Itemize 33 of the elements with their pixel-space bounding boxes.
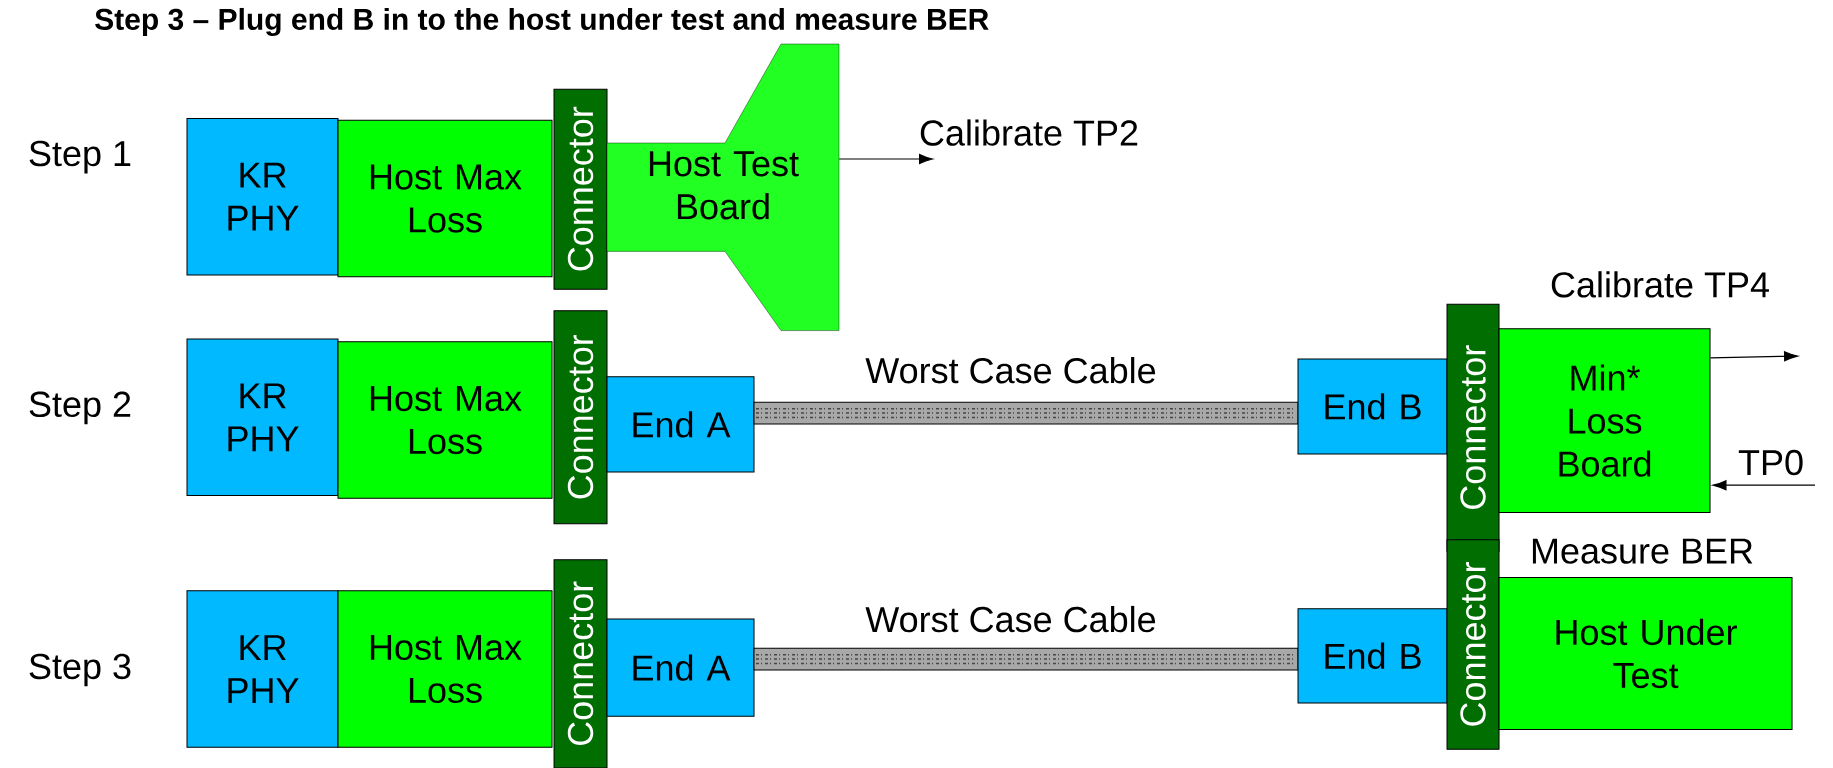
connector-block: Connector — [553, 310, 608, 525]
edge-label: Calibrate TP4 — [1551, 271, 1769, 298]
phy-box: KR PHY — [186, 590, 339, 748]
title: Step 3 – Plug end B in to the host under test and measure BER — [95, 7, 989, 37]
edge-label: Calibrate TP2 — [920, 119, 1138, 146]
node-label: Worst Case Cable — [865, 357, 1156, 384]
arrow — [1712, 480, 1816, 491]
loss-box: Host Max Loss — [337, 590, 553, 748]
loss-box: Host Max Loss — [337, 341, 553, 499]
phy-box: KR PHY — [186, 338, 339, 497]
phy-box: KR PHY — [186, 117, 339, 276]
connector-block: Connector — [1446, 303, 1500, 552]
cable-bar — [753, 647, 1299, 671]
step-label: Step 3 — [29, 653, 131, 687]
cable-end: End B — [1297, 608, 1448, 704]
arrow — [1709, 351, 1798, 362]
cable-end: End A — [606, 376, 755, 473]
edge-label: TP0 — [1738, 449, 1803, 476]
node-label: Measure BER — [1532, 538, 1753, 564]
test-board: Host Test Board — [606, 43, 840, 331]
host-box: Host Under Test — [1498, 577, 1793, 730]
arrow — [838, 153, 933, 165]
cable-end: End A — [606, 618, 755, 717]
connector-block: Connector — [553, 88, 608, 290]
cable-end: End B — [1297, 358, 1448, 455]
loss-box: Host Max Loss — [337, 119, 553, 278]
step-label: Step 2 — [29, 391, 131, 425]
step-label: Step 1 — [29, 140, 131, 174]
connector-block: Connector — [1446, 539, 1500, 750]
cable-bar — [753, 401, 1299, 425]
loss-board: Min* Loss Board — [1498, 328, 1711, 513]
node-label: Worst Case Cable — [865, 605, 1156, 633]
connector-block: Connector — [553, 559, 608, 768]
